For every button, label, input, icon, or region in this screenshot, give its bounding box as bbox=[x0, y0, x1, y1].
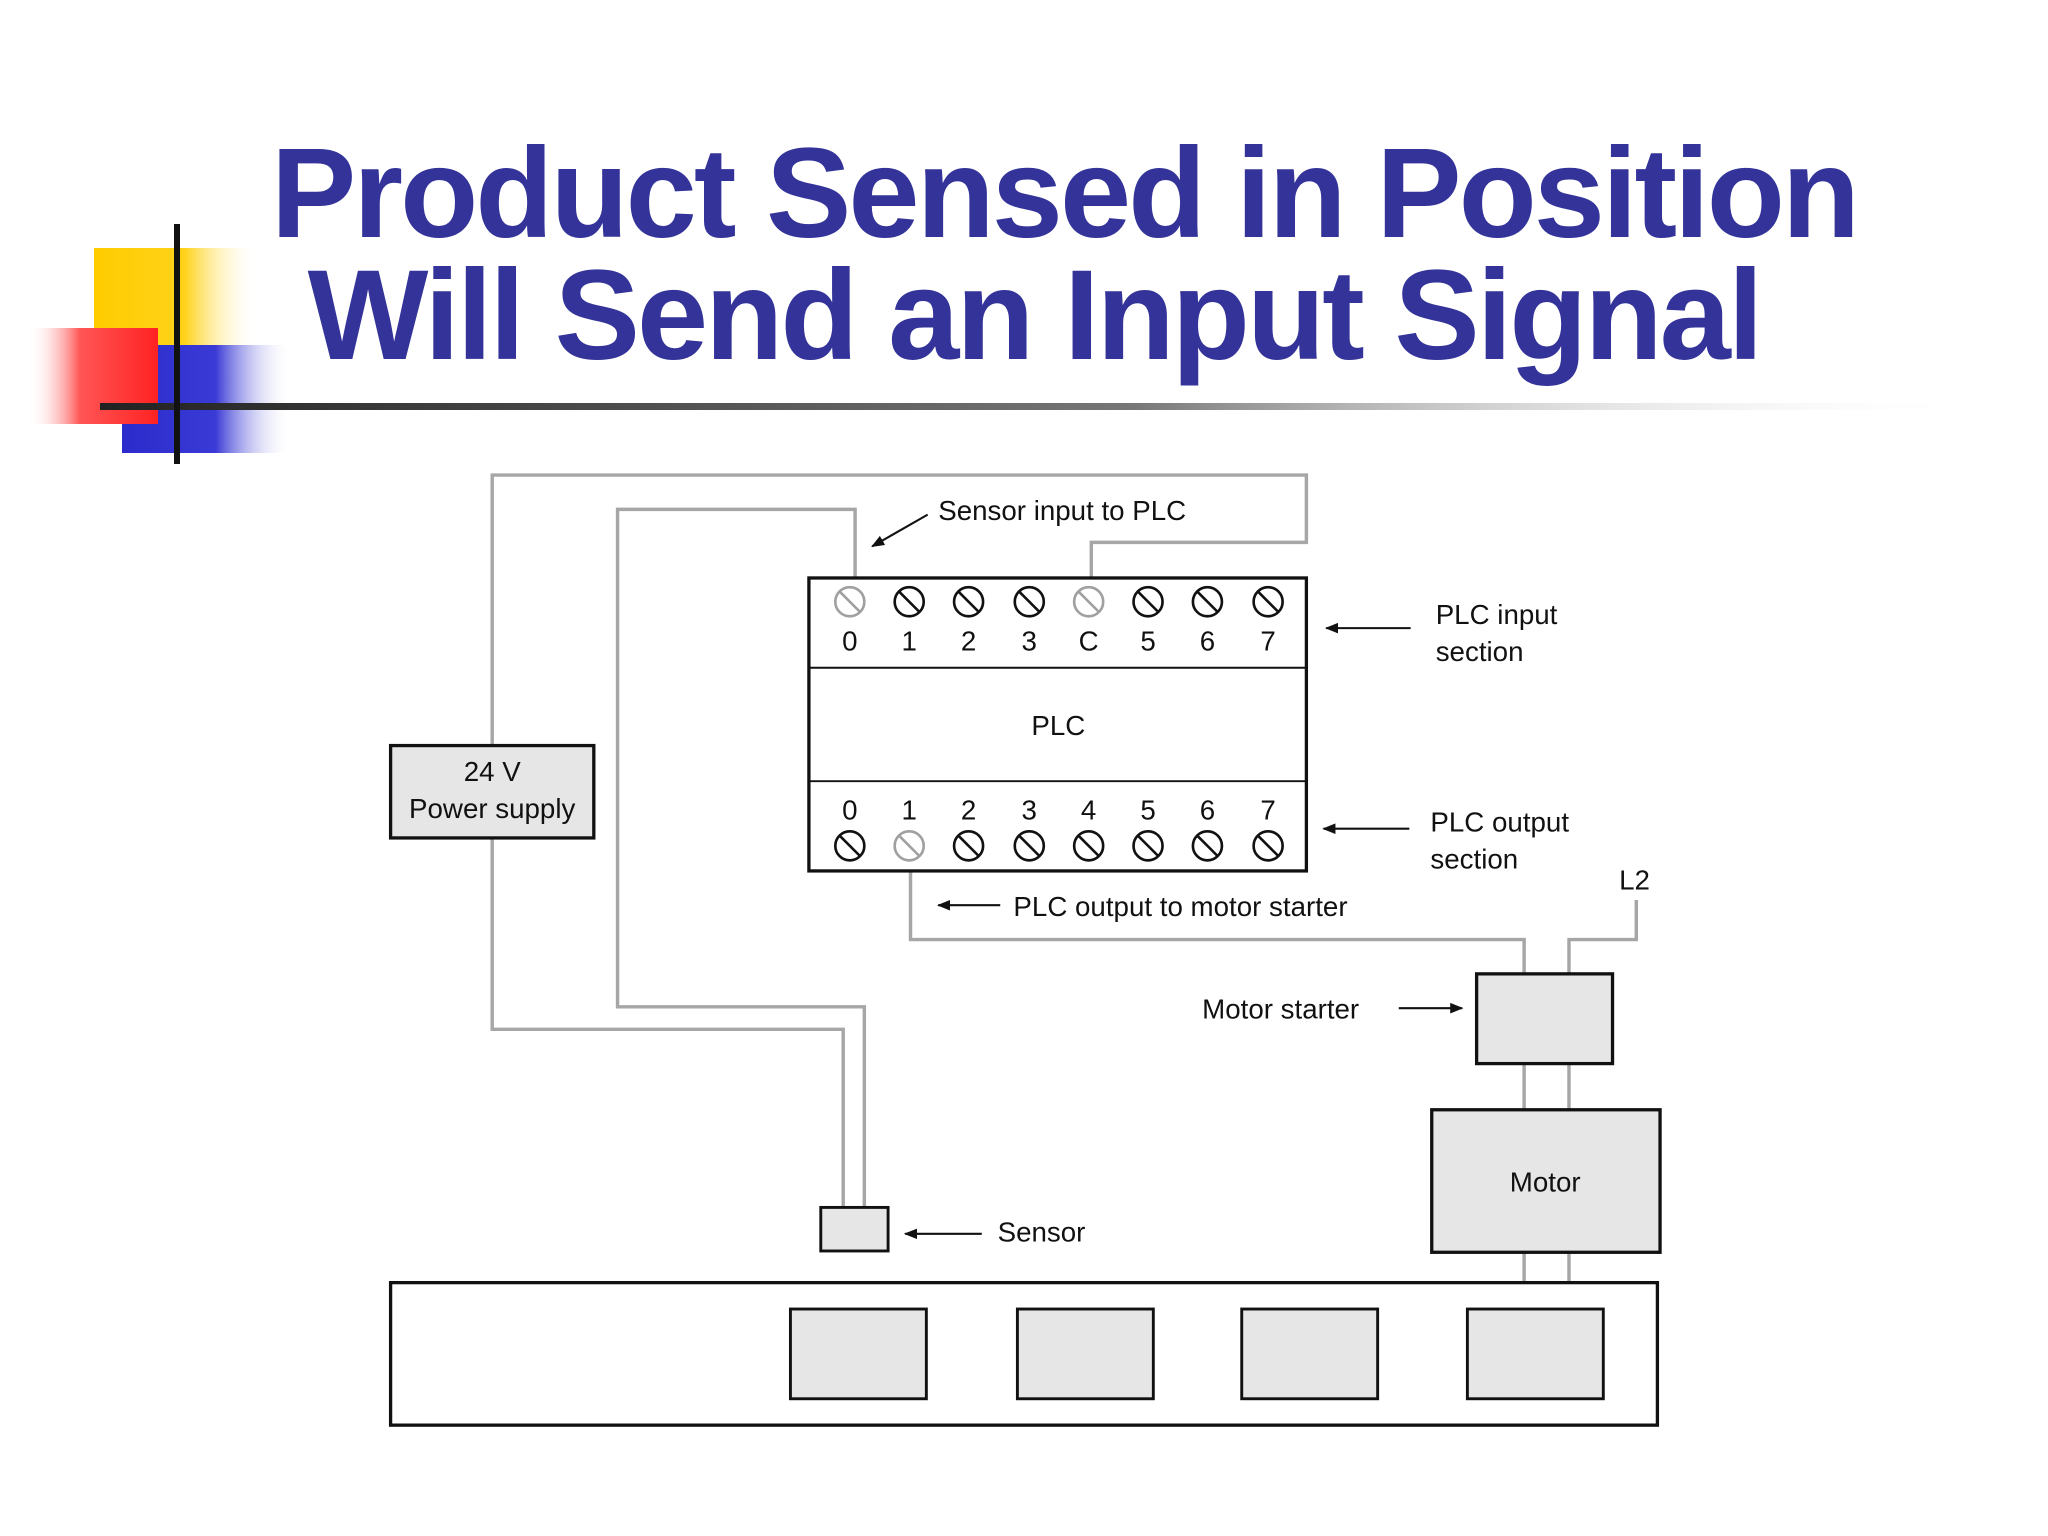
input-terminal-screw-icon-slot bbox=[1018, 590, 1041, 613]
output-terminal-screw-icon-slot bbox=[1257, 835, 1279, 857]
output-terminal-label: 2 bbox=[961, 794, 976, 825]
sensor-box bbox=[819, 1205, 890, 1253]
output-terminal-screw-icon-slot bbox=[838, 835, 861, 857]
power-supply-box bbox=[388, 743, 596, 840]
input-terminal-screw-icon-slot bbox=[838, 590, 861, 613]
output-terminal-label: 5 bbox=[1140, 794, 1155, 825]
slide-title-line-2: Will Send an Input Signal bbox=[307, 244, 1764, 387]
output-terminal-screw-icon-slot bbox=[1196, 835, 1219, 857]
power-supply-voltage: 24 V bbox=[464, 756, 522, 787]
input-terminal-screw-icon-slot bbox=[1077, 590, 1100, 613]
input-terminal-screw-icon-slot bbox=[1257, 590, 1279, 613]
plc-input-label-line-2: section bbox=[1436, 636, 1524, 667]
deco-vertical-rule bbox=[174, 224, 180, 464]
output-terminal-screw-icon-slot bbox=[898, 835, 921, 857]
output-terminal-screw-icon-slot bbox=[1077, 835, 1100, 857]
wire-l2-to-starter bbox=[1567, 899, 1639, 974]
input-terminal-label: 7 bbox=[1260, 626, 1275, 657]
conveyor bbox=[388, 1280, 1660, 1427]
input-terminal-screw-icon-slot bbox=[1137, 590, 1159, 613]
wire-power-to-common bbox=[490, 473, 1309, 746]
input-terminal-label: C bbox=[1079, 626, 1099, 657]
motor-label: Motor bbox=[1510, 1167, 1581, 1198]
plc-output-motor-label: PLC output to motor starter bbox=[1013, 891, 1347, 922]
slide-title-line-1: Product Sensed in Position bbox=[270, 122, 1860, 265]
motor-starter-box bbox=[1474, 972, 1615, 1066]
output-terminal-screw-icon-slot bbox=[1018, 835, 1041, 857]
input-terminal-screw-icon-slot bbox=[1196, 590, 1219, 613]
plc-output-terminals: 0 1 2 3 4 5 6 7 bbox=[833, 794, 1284, 862]
product-box bbox=[1465, 1307, 1605, 1401]
plc-box bbox=[807, 576, 1309, 873]
output-terminal-label: 1 bbox=[901, 794, 916, 825]
input-terminal-label: 2 bbox=[961, 626, 976, 657]
motor-box bbox=[1430, 1108, 1662, 1254]
motor: Motor bbox=[1430, 1108, 1662, 1254]
input-terminal-label: 0 bbox=[842, 626, 857, 657]
product-box bbox=[1015, 1307, 1155, 1401]
power-supply-label: Power supply bbox=[409, 793, 575, 824]
plc-input-terminals: 0 1 2 3 C 5 6 7 bbox=[833, 585, 1284, 657]
motor-starter bbox=[1474, 972, 1615, 1066]
product-box bbox=[1240, 1307, 1380, 1401]
title-decoration-graphic bbox=[28, 224, 1980, 464]
deco-horizontal-rule bbox=[100, 403, 1980, 410]
output-terminal-screw-icon-slot bbox=[1137, 835, 1159, 857]
sensor-input-arrow bbox=[871, 513, 929, 548]
output-terminal-label: 7 bbox=[1260, 794, 1275, 825]
sensor-label: Sensor bbox=[998, 1217, 1086, 1248]
output-terminal-label: 0 bbox=[842, 794, 857, 825]
plc-unit: PLC 0 1 2 3 C 5 6 7 0 1 2 3 4 5 6 7 bbox=[807, 576, 1309, 873]
annotations: Sensor input to PLC PLC input section PL… bbox=[871, 495, 1650, 1248]
input-terminal-screw-icon-slot bbox=[957, 590, 980, 613]
output-terminal-label: 3 bbox=[1022, 794, 1037, 825]
wire-output-to-starter bbox=[908, 870, 1526, 974]
wiring bbox=[490, 473, 1639, 1283]
sensor-input-label: Sensor input to PLC bbox=[938, 495, 1186, 526]
wire-sensor-to-input-0 bbox=[615, 507, 867, 1208]
plc-output-label-line-2: section bbox=[1430, 843, 1518, 874]
plc-label: PLC bbox=[1031, 710, 1085, 741]
input-terminal-screw-icon-slot bbox=[898, 590, 921, 613]
wire-power-to-sensor bbox=[490, 837, 845, 1208]
input-terminal-label: 5 bbox=[1140, 626, 1155, 657]
l2-label: L2 bbox=[1619, 864, 1650, 895]
output-terminal-label: 6 bbox=[1200, 794, 1215, 825]
motor-starter-label: Motor starter bbox=[1202, 994, 1359, 1025]
input-terminal-label: 6 bbox=[1200, 626, 1215, 657]
output-terminal-label: 4 bbox=[1081, 794, 1096, 825]
input-terminal-label: 1 bbox=[901, 626, 916, 657]
plc-output-label-line-1: PLC output bbox=[1430, 806, 1569, 837]
plc-input-label-line-1: PLC input bbox=[1436, 599, 1558, 630]
product-box bbox=[788, 1307, 928, 1401]
output-terminal-screw-icon-slot bbox=[957, 835, 980, 857]
input-terminal-label: 3 bbox=[1022, 626, 1037, 657]
power-supply: 24 V Power supply bbox=[388, 743, 596, 840]
